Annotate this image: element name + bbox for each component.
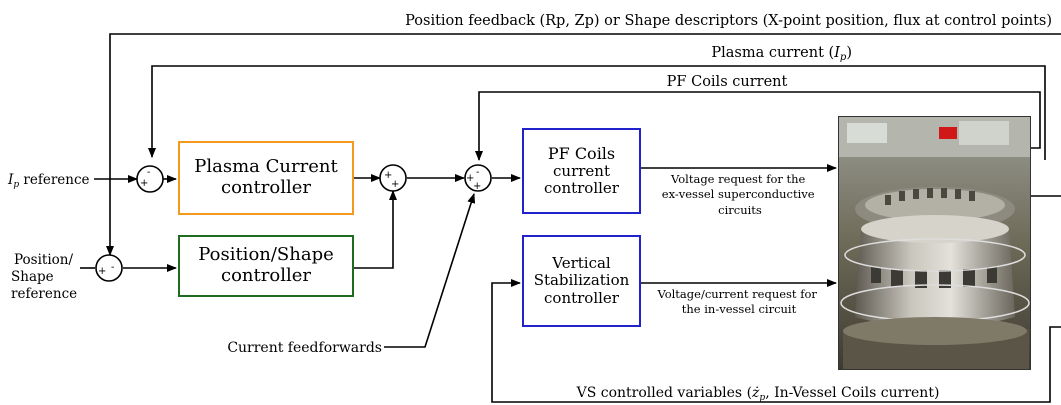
plasma-current-controller-block: Plasma Current controller — [178, 141, 354, 215]
plasma-current-feedback-line — [148, 65, 1046, 160]
plasma-controller-line-1: Plasma Current — [194, 156, 338, 178]
feedforward-line — [384, 193, 476, 348]
vs-controller-line-1: Vertical — [552, 254, 611, 273]
pf-junction-bottom-sign: + — [473, 181, 481, 192]
shape-controller-line-2: controller — [221, 265, 311, 286]
shape-controller-line-1: Position/Shape — [198, 244, 334, 266]
plasma-current-label: Plasma current (Ip) — [711, 45, 852, 63]
ip-junction-left-sign: + — [140, 178, 148, 189]
pf-controller-line-2: current — [553, 161, 610, 180]
shape-summing-junction — [95, 254, 123, 282]
position-shape-reference-label: Position/ Shape reference — [11, 252, 77, 302]
pf-controller-line-1: PF Coils — [547, 143, 616, 163]
vertical-stabilization-controller-block: Vertical Stabilization controller — [522, 235, 641, 327]
shape-to-sum-line — [354, 190, 397, 269]
pf-coils-current-controller-block: PF Coils current controller — [522, 128, 641, 214]
sum-junction-bottom-sign: + — [391, 179, 399, 190]
position-feedback-label: Position feedback (Rp, Zp) or Shape desc… — [405, 13, 1052, 29]
vs-controller-line-3: controller — [544, 288, 619, 307]
ip-summing-junction — [136, 165, 164, 193]
position-feedback-line — [106, 33, 1061, 256]
shape-junction-left-sign: + — [98, 266, 106, 277]
vs-feedback-line — [491, 279, 1061, 403]
current-feedforwards-label: Current feedforwards — [227, 340, 382, 356]
pf-summing-junction — [464, 164, 492, 192]
pf-junction-top-sign: - — [476, 167, 479, 178]
shape-junction-right-sign: - — [111, 262, 114, 273]
position-shape-controller-block: Position/Shape controller — [178, 235, 354, 297]
flag-icon — [939, 127, 957, 139]
sum-junction — [379, 164, 407, 192]
pf-voltage-request-label: Voltage request for the ex-vessel superc… — [662, 172, 818, 217]
pf-coils-feedback-line — [475, 91, 1041, 161]
plasma-controller-line-2: controller — [221, 177, 311, 198]
pf-junction-left-sign: + — [466, 173, 474, 184]
vs-controlled-variables-label: VS controlled variables (żp, In-Vessel C… — [576, 385, 940, 403]
sum-junction-top-sign: + — [384, 170, 392, 181]
vs-controller-line-2: Stabilization — [533, 271, 630, 290]
ip-junction-top-sign: - — [147, 167, 150, 178]
vs-voltage-request-label: Voltage/current request for the in-vesse… — [656, 287, 820, 316]
pf-controller-line-3: controller — [544, 179, 619, 198]
pf-coils-current-label: PF Coils current — [667, 74, 788, 90]
ip-reference-label: Ip reference — [7, 172, 90, 190]
tokamak-photo — [838, 116, 1031, 370]
